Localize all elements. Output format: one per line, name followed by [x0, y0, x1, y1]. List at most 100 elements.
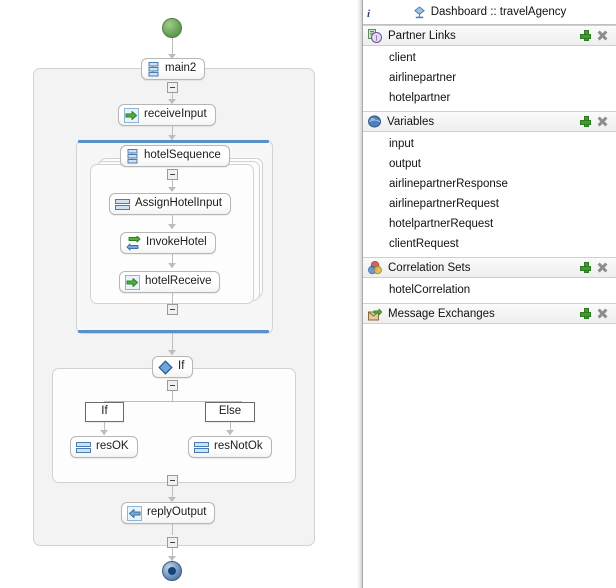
- dashboard-panel: i Dashboard :: travelAgency I: [362, 0, 616, 588]
- section-body-correlation-sets: hotelCorrelation: [363, 278, 616, 303]
- connector: [172, 391, 173, 402]
- end-event[interactable]: [162, 561, 182, 581]
- panel-title-bar: i Dashboard :: travelAgency: [363, 0, 616, 25]
- collapse-toggle-hotelSequence[interactable]: [167, 169, 178, 180]
- remove-variable-button[interactable]: [597, 116, 608, 127]
- assign-icon: [115, 198, 130, 211]
- section-body-partner-links: client airlinepartner hotelpartner: [363, 46, 616, 111]
- connector: [172, 126, 173, 140]
- list-item[interactable]: hotelpartnerRequest: [389, 218, 494, 230]
- branch-label: If: [101, 405, 108, 418]
- section-title: Correlation Sets: [388, 261, 471, 274]
- connector-arrow: [168, 187, 176, 192]
- connector: [172, 180, 173, 190]
- node-label: hotelReceive: [145, 275, 212, 288]
- partner-links-icon: I: [368, 28, 382, 43]
- list-item[interactable]: clientRequest: [389, 238, 459, 250]
- node-resNotOk[interactable]: resNotOk: [188, 436, 272, 458]
- node-If[interactable]: If: [152, 356, 194, 378]
- correlation-sets-icon: [368, 260, 382, 275]
- node-label: AssignHotelInput: [135, 197, 222, 210]
- node-label: resNotOk: [214, 440, 263, 453]
- scope-hotel-top-bar: [78, 140, 269, 143]
- connector-arrow: [168, 54, 176, 59]
- list-item[interactable]: airlinepartner: [389, 72, 457, 84]
- node-AssignHotelInput[interactable]: AssignHotelInput: [109, 193, 231, 215]
- section-header-message-exchanges[interactable]: Message Exchanges: [363, 303, 616, 324]
- connector-arrow: [168, 224, 176, 229]
- collapse-toggle-hotelScope[interactable]: [167, 304, 178, 315]
- receive-icon: [124, 107, 139, 123]
- connector-arrow: [168, 556, 176, 561]
- list-item[interactable]: client: [389, 52, 416, 64]
- remove-correlation-set-button[interactable]: [597, 262, 608, 273]
- node-label: InvokeHotel: [146, 236, 207, 249]
- connector: [172, 38, 173, 57]
- sequence-icon: [147, 61, 160, 77]
- collapse-toggle-If[interactable]: [167, 380, 178, 391]
- node-label: replyOutput: [147, 506, 207, 519]
- list-item[interactable]: airlinepartnerResponse: [389, 178, 508, 190]
- process-icon: [413, 5, 426, 19]
- node-replyOutput[interactable]: replyOutput: [121, 502, 216, 524]
- section-header-variables[interactable]: Variables: [363, 111, 616, 132]
- connector-arrow: [168, 350, 176, 355]
- panel-splitter[interactable]: [357, 0, 362, 588]
- add-message-exchange-button[interactable]: [580, 308, 591, 319]
- add-variable-button[interactable]: [580, 116, 591, 127]
- node-label: receiveInput: [144, 108, 207, 121]
- node-main2[interactable]: main2: [141, 58, 206, 80]
- page-title: Dashboard :: travelAgency: [430, 6, 567, 18]
- connector: [172, 524, 173, 535]
- process-diagram-canvas[interactable]: main2 receiveInput: [0, 0, 357, 588]
- connector: [172, 215, 173, 229]
- receive-icon: [125, 274, 140, 290]
- node-label: resOK: [96, 440, 129, 453]
- list-item[interactable]: input: [389, 138, 414, 150]
- remove-partner-link-button[interactable]: [597, 30, 608, 41]
- list-item[interactable]: airlinepartnerRequest: [389, 198, 499, 210]
- branch-label: Else: [218, 405, 242, 418]
- connector: [172, 333, 173, 355]
- connector-arrow: [168, 135, 176, 140]
- add-partner-link-button[interactable]: [580, 30, 591, 41]
- section-header-correlation-sets[interactable]: Correlation Sets: [363, 257, 616, 278]
- message-exchanges-icon: [368, 307, 382, 321]
- assign-icon: [76, 441, 91, 454]
- connector-arrow: [226, 430, 234, 435]
- node-hotelReceive[interactable]: hotelReceive: [119, 271, 221, 293]
- remove-message-exchange-button[interactable]: [597, 308, 608, 319]
- info-icon[interactable]: i: [367, 8, 371, 20]
- list-item[interactable]: output: [389, 158, 421, 170]
- branch-if[interactable]: If: [85, 402, 124, 422]
- list-item[interactable]: hotelpartner: [389, 92, 451, 104]
- scope-hotel-bottom-bar: [78, 330, 269, 333]
- connector-arrow: [100, 430, 108, 435]
- node-resOK[interactable]: resOK: [70, 436, 138, 458]
- variables-icon: [368, 115, 381, 128]
- section-body-variables: input output airlinepartnerResponse airl…: [363, 132, 616, 257]
- invoke-icon: [126, 235, 141, 251]
- connector: [172, 486, 173, 501]
- connector: [172, 548, 173, 561]
- start-event[interactable]: [162, 18, 182, 38]
- assign-icon: [194, 441, 209, 454]
- connector: [104, 401, 241, 402]
- node-InvokeHotel[interactable]: InvokeHotel: [120, 232, 216, 254]
- collapse-toggle-main2[interactable]: [167, 82, 178, 93]
- if-icon: [158, 359, 173, 375]
- collapse-toggle-ifScope[interactable]: [167, 475, 178, 486]
- connector-arrow: [168, 497, 176, 502]
- branch-else[interactable]: Else: [205, 402, 255, 422]
- section-title: Variables: [387, 115, 435, 128]
- connector: [172, 293, 173, 304]
- connector-arrow: [168, 263, 176, 268]
- connector: [172, 93, 173, 102]
- section-header-partner-links[interactable]: I Partner Links: [363, 25, 616, 46]
- add-correlation-set-button[interactable]: [580, 262, 591, 273]
- reply-icon: [127, 505, 142, 521]
- list-item[interactable]: hotelCorrelation: [389, 284, 471, 296]
- node-receiveInput[interactable]: receiveInput: [118, 104, 216, 126]
- collapse-toggle-process[interactable]: [167, 537, 178, 548]
- node-hotelSequence[interactable]: hotelSequence: [120, 145, 230, 167]
